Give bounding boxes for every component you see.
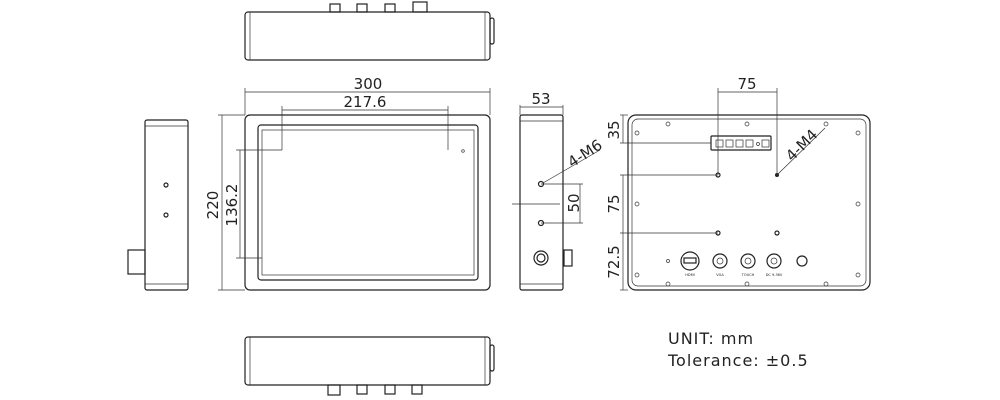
dim-rear-v-spacing: 75 xyxy=(605,194,623,213)
front-view: 300 217.6 220 136.2 xyxy=(204,75,491,291)
side-connector-icon xyxy=(563,249,573,267)
dim-rear-top-offset: 35 xyxy=(605,120,623,139)
dim-side-hole-spacing: 50 xyxy=(565,193,583,212)
top-connectors xyxy=(329,1,428,13)
right-side-view: 53 4-M6 50 xyxy=(512,90,606,291)
svg-text:DC 9-36V: DC 9-36V xyxy=(766,273,783,277)
connector-unlabeled xyxy=(796,255,808,267)
tolerance-note: Tolerance: ±0.5 xyxy=(667,351,809,370)
osd-power-button-icon xyxy=(761,139,770,148)
dim-rear-bottom-offset: 72.5 xyxy=(605,245,623,278)
connector-touch: TOUCH xyxy=(740,253,756,277)
connector-vga: VGA xyxy=(712,253,728,277)
dim-screen-height: 136.2 xyxy=(223,184,241,227)
connector-dc-power: DC 9-36V xyxy=(766,253,783,277)
dim-overall-width: 300 xyxy=(354,75,383,93)
connector-hdmi: HDMI xyxy=(680,251,700,277)
unit-note: UNIT: mm xyxy=(668,329,754,348)
dim-side-thread: 4-M6 xyxy=(564,136,605,171)
mounting-screws xyxy=(634,121,861,287)
osd-down-button-icon xyxy=(735,139,744,148)
svg-text:HDMI: HDMI xyxy=(685,273,694,277)
osd-up-button-icon xyxy=(745,139,754,148)
osd-menu-button-icon xyxy=(715,139,724,148)
rear-view: 75 4-M4 35 75 72.5 HDMI VGA TOUCH DC 9-3… xyxy=(605,75,871,291)
left-side-view xyxy=(127,119,189,291)
svg-text:VGA: VGA xyxy=(716,273,724,277)
side-connector-icon xyxy=(127,249,146,275)
power-button-icon xyxy=(533,250,549,266)
led-indicator xyxy=(756,142,760,146)
dim-depth: 53 xyxy=(531,90,550,108)
dim-rear-thread: 4-M4 xyxy=(782,126,821,165)
dim-screen-width: 217.6 xyxy=(344,93,387,111)
top-view xyxy=(244,1,495,61)
dim-rear-hole-spacing: 75 xyxy=(737,75,756,93)
svg-text:TOUCH: TOUCH xyxy=(741,273,755,277)
dim-overall-height: 220 xyxy=(204,191,222,220)
bottom-view xyxy=(244,336,495,396)
osd-brightness-button-icon xyxy=(725,139,734,148)
